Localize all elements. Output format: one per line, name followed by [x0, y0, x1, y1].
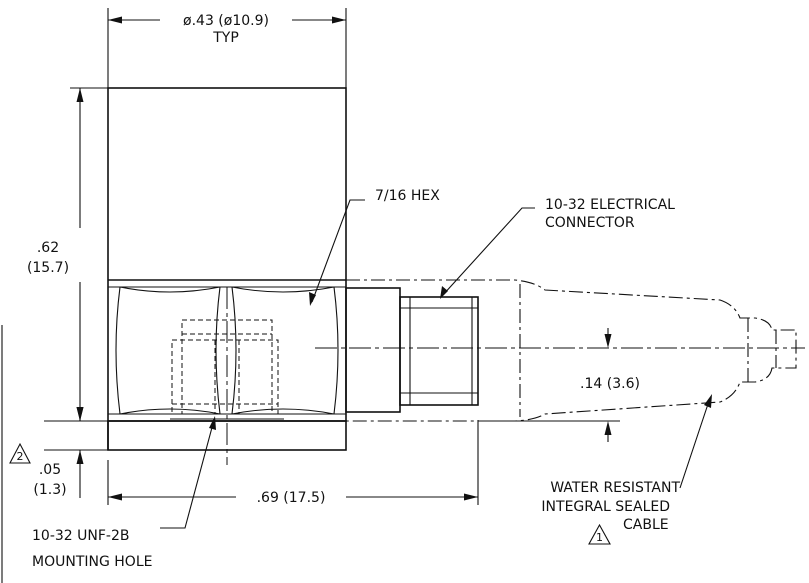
- note-1-triangle: 1: [588, 523, 611, 545]
- base-height-label-in: .05: [39, 462, 61, 478]
- diameter-label: ø.43 (ø10.9): [183, 13, 269, 29]
- cable-label-2: INTEGRAL SEALED: [541, 499, 670, 515]
- cable-label-1: WATER RESISTANT: [550, 480, 680, 496]
- height-label-mm: (15.7): [27, 260, 69, 276]
- cable-label-3: CABLE: [623, 517, 669, 533]
- cable-outline: [346, 279, 797, 422]
- diameter-typ-label: TYP: [212, 30, 239, 46]
- connector-label-1: 10-32 ELECTRICAL: [545, 197, 675, 213]
- mounting-hole-leader: 10-32 UNF-2B MOUNTING HOLE: [32, 416, 216, 570]
- height-dimension: .62 (15.7): [27, 87, 108, 422]
- note-1-label: 1: [596, 531, 603, 544]
- length-label: .69 (17.5): [257, 490, 326, 506]
- hex-label: 7/16 HEX: [375, 188, 440, 204]
- mounting-hole-label-1: 10-32 UNF-2B: [32, 528, 129, 544]
- hex-leader: 7/16 HEX: [309, 188, 440, 306]
- mounting-hole-label-2: MOUNTING HOLE: [32, 554, 152, 570]
- base-height-label-mm: (1.3): [33, 482, 66, 498]
- connector-label-2: CONNECTOR: [545, 215, 635, 231]
- electrical-connector: [345, 287, 479, 413]
- diameter-dimension: ø.43 (ø10.9) TYP: [107, 8, 347, 88]
- connector-leader: 10-32 ELECTRICAL CONNECTOR: [440, 197, 675, 299]
- cable-diameter-label: .14 (3.6): [580, 376, 640, 392]
- cable-diameter-dimension: .14 (3.6): [478, 328, 640, 442]
- length-dimension: .69 (17.5): [107, 420, 479, 506]
- cable-leader: WATER RESISTANT INTEGRAL SEALED CABLE: [541, 394, 712, 533]
- note-2-triangle: 2: [9, 442, 31, 464]
- height-label-in: .62: [37, 240, 59, 256]
- note-2-label: 2: [17, 450, 24, 463]
- base-height-dimension: .05 (1.3): [33, 407, 108, 498]
